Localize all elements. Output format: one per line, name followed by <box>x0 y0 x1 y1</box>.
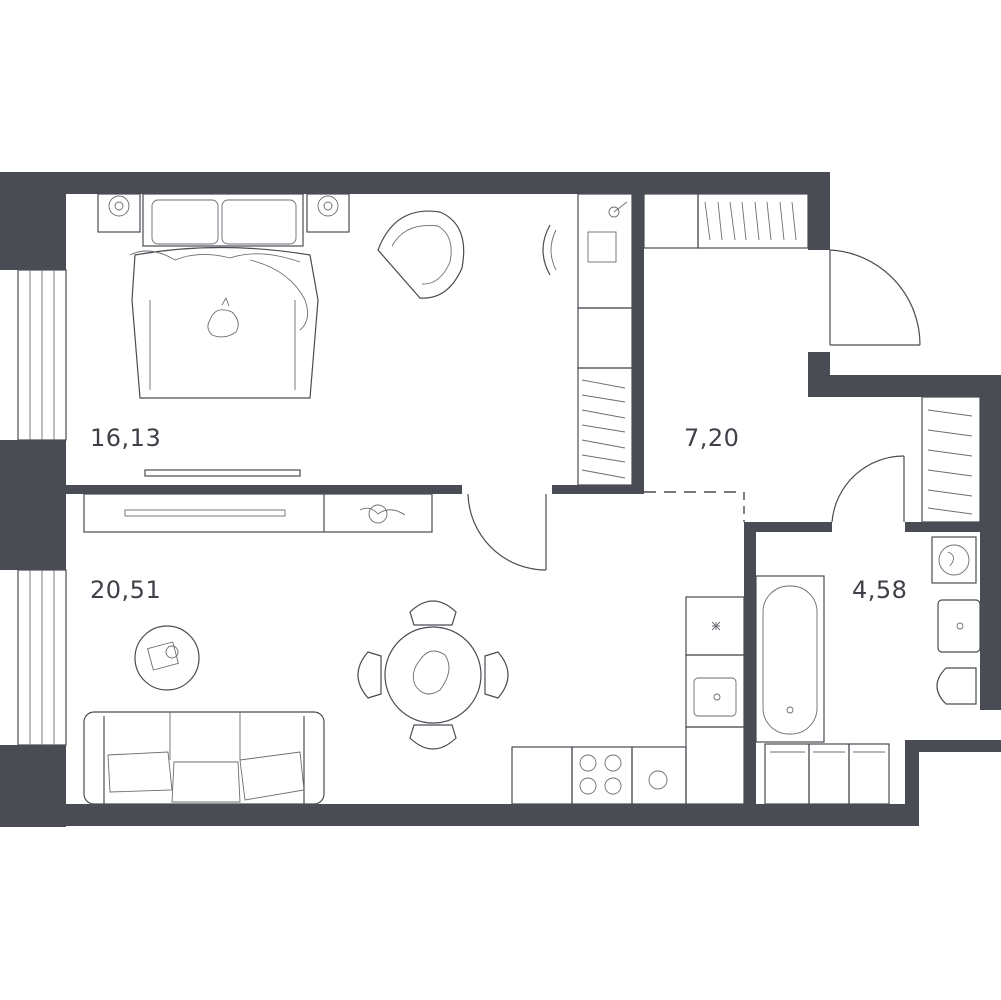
dining-table <box>384 626 482 724</box>
sink <box>937 599 981 653</box>
desk <box>577 193 633 309</box>
bathroom-area-label: 4,58 <box>852 576 907 604</box>
walls <box>0 172 1001 827</box>
toilet <box>936 667 977 705</box>
desk-chair <box>542 224 557 276</box>
dining-chairs <box>357 600 509 750</box>
tv-bedroom <box>144 469 301 477</box>
cat-sleeping <box>207 296 239 338</box>
door-bedroom <box>467 493 547 571</box>
window-living <box>17 569 67 746</box>
living-area-label: 20,51 <box>90 576 161 604</box>
washing-machine <box>931 536 977 584</box>
kitchen-counter <box>511 596 745 805</box>
wardrobe-bedroom <box>577 307 633 486</box>
wardrobe-hallway <box>643 193 809 249</box>
sofa <box>83 711 325 805</box>
nightstand-right <box>306 193 350 233</box>
door-entrance <box>829 249 921 346</box>
bedroom-area-label: 16,13 <box>90 424 161 452</box>
armchair-bedroom <box>377 210 465 299</box>
nightstand-left <box>97 193 141 233</box>
wardrobe-niche <box>921 396 981 523</box>
window-bedroom <box>17 269 67 441</box>
door-bathroom <box>831 455 905 523</box>
bed <box>129 193 319 399</box>
bathroom-cabinets <box>764 743 890 805</box>
bathtub <box>755 575 825 743</box>
coffee-table <box>134 625 200 691</box>
hallway-area-label: 7,20 <box>684 424 739 452</box>
tv-stand <box>83 493 433 533</box>
flower-decor <box>359 504 406 524</box>
